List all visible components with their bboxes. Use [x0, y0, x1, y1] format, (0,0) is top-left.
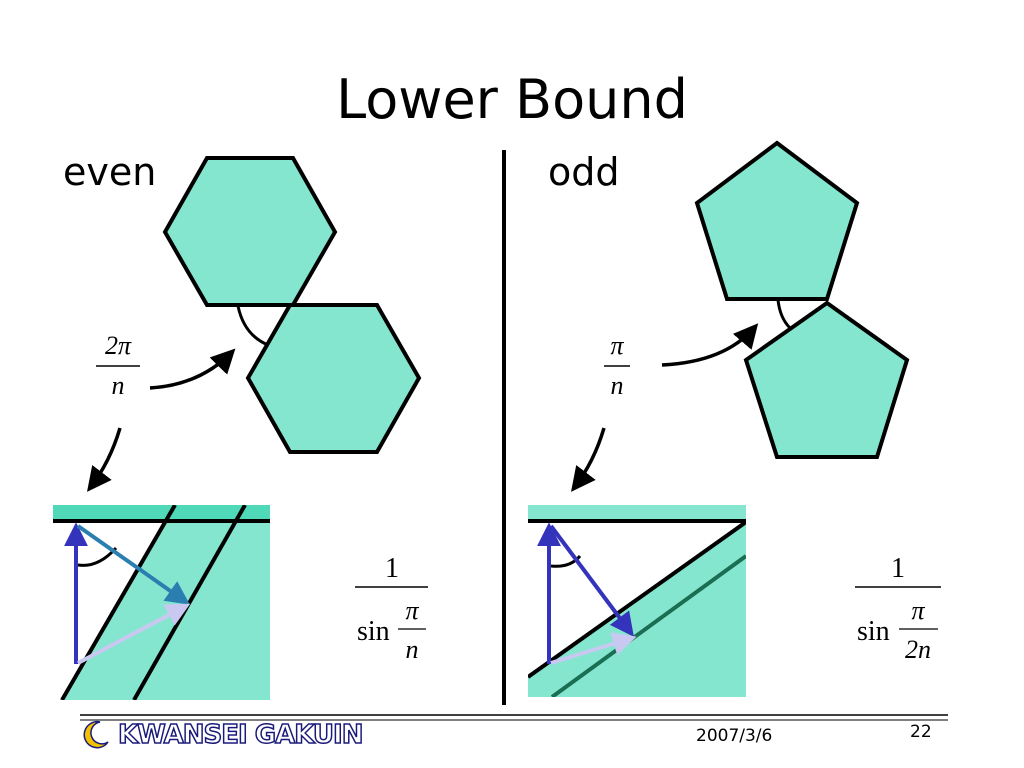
even-angle-arc	[236, 305, 269, 347]
footer-date: 2007/3/6	[696, 726, 773, 746]
even-angle-numerator: 2π	[105, 331, 132, 360]
odd-angle-arc	[776, 299, 792, 330]
even-lavender-arrow	[77, 603, 191, 665]
pentagon-top	[694, 140, 860, 301]
odd-angle-denominator: n	[611, 371, 624, 400]
odd-formula-numerator: 1	[891, 553, 905, 584]
moon-logo-icon	[83, 720, 109, 749]
even-strip-diagram	[53, 505, 270, 700]
even-arrow-to-strip	[87, 427, 122, 492]
even-formula-frac-num: π	[405, 596, 419, 625]
even-teal-arrow	[76, 524, 190, 605]
odd-label: odd	[548, 150, 620, 194]
odd-formula-sin: sin	[857, 616, 890, 647]
even-label: even	[63, 150, 157, 194]
slide-title: Lower Bound	[336, 68, 688, 131]
odd-formula-frac-den: 2n	[905, 635, 931, 664]
odd-strip-diagram	[528, 505, 746, 697]
odd-formula-frac-num: π	[911, 596, 925, 625]
hexagon-top	[162, 156, 338, 307]
hexagon-bottom	[245, 303, 422, 454]
even-angle-denominator: n	[112, 371, 125, 400]
odd-navy-arrow	[549, 524, 634, 637]
odd-arrow-to-strip	[571, 427, 606, 492]
even-formula-frac-den: n	[406, 635, 419, 664]
even-arrow-to-angle	[149, 348, 236, 390]
even-formula-numerator: 1	[385, 553, 399, 584]
odd-strip-arc	[550, 554, 582, 568]
even-formula-sin: sin	[357, 616, 390, 647]
odd-angle-numerator: π	[610, 331, 624, 360]
pentagon-bottom	[743, 300, 910, 459]
page-number: 22	[910, 722, 932, 742]
odd-arrow-to-angle	[661, 323, 759, 367]
logo-text: KWANSEI GAKUIN	[117, 719, 364, 751]
odd-lavender-arrow	[550, 632, 637, 665]
kwansei-gakuin-logo: KWANSEI GAKUIN	[78, 718, 364, 752]
